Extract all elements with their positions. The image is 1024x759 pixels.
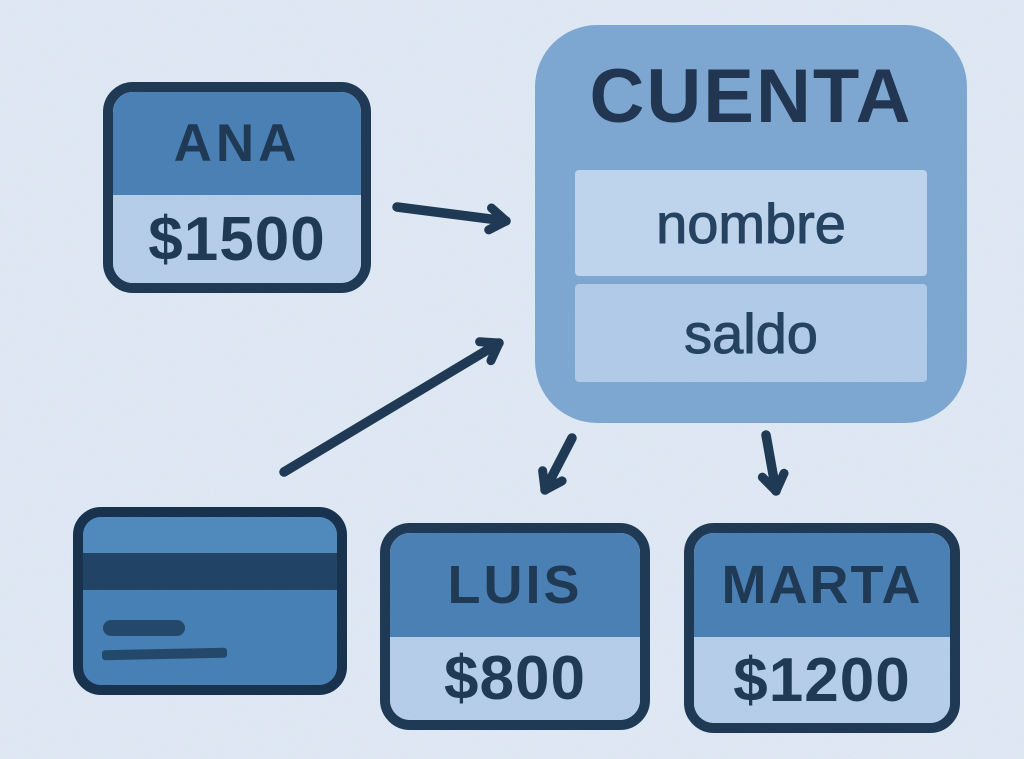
arrow-cuenta-to-marta xyxy=(757,430,789,496)
arrow-cuenta-to-luis xyxy=(538,433,577,495)
arrow-card-to-cuenta xyxy=(279,337,504,477)
arrow-ana-to-cuenta xyxy=(392,202,511,235)
